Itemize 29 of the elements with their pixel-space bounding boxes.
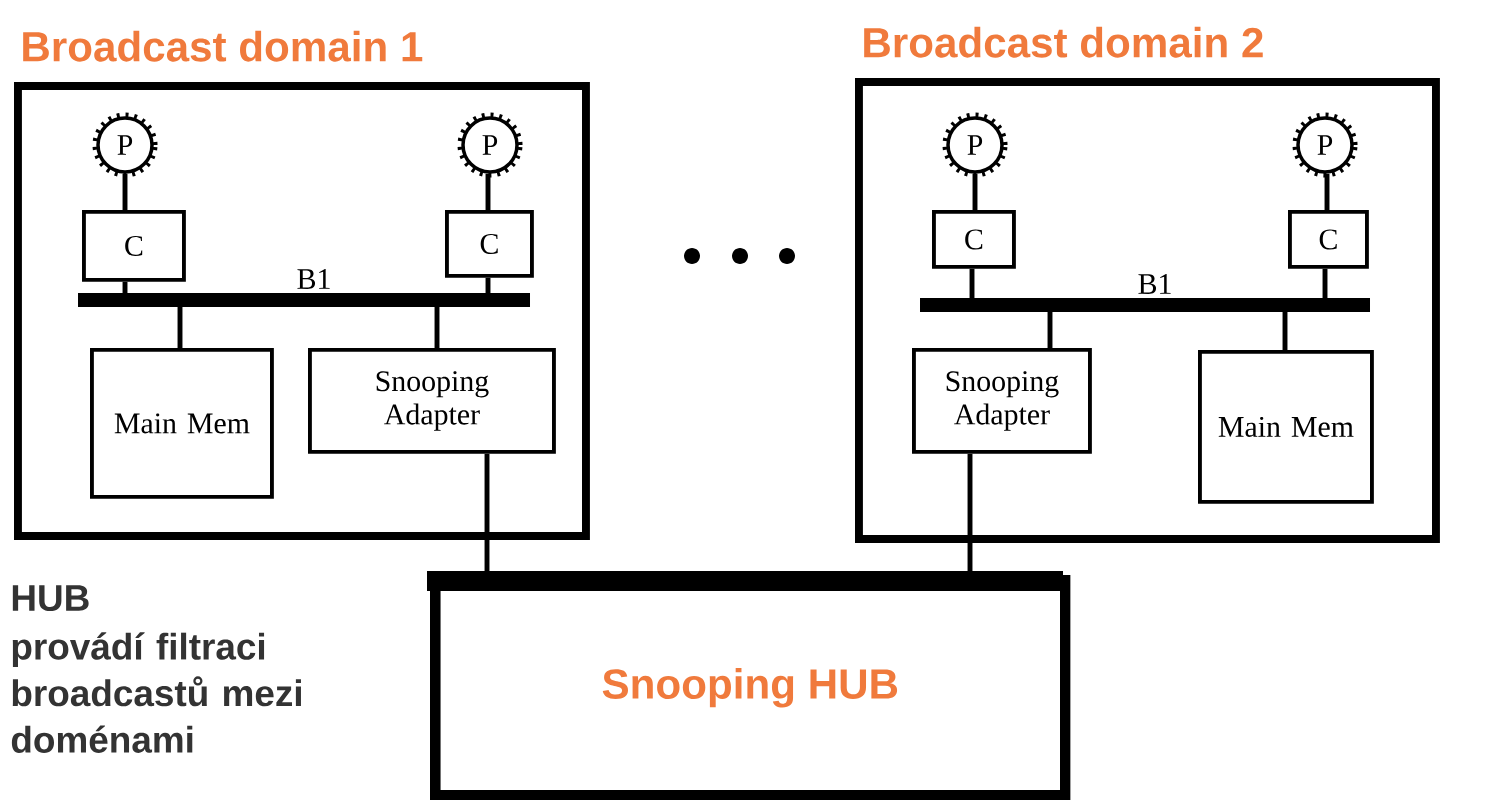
connector-line xyxy=(485,173,491,210)
cache-box: C xyxy=(445,210,534,278)
cache-box: C xyxy=(1288,210,1369,269)
connector-line xyxy=(177,307,183,348)
connector-line xyxy=(434,307,440,348)
connector-line xyxy=(122,173,128,210)
hub-box: Snooping HUB xyxy=(427,571,1071,800)
note-text: HUB xyxy=(12,585,89,612)
connector-line xyxy=(972,173,978,210)
connector-line xyxy=(969,268,975,298)
module-box: Main Mem xyxy=(90,348,274,499)
node-label: Broadcast domain 1 xyxy=(23,30,423,62)
bus-label: B1 xyxy=(297,269,330,289)
connector-line xyxy=(1047,312,1053,348)
connector-line xyxy=(1324,173,1330,210)
bus-label: B1 xyxy=(1138,274,1171,294)
cache-box: C xyxy=(932,210,1016,269)
node-label: Broadcast domain 2 xyxy=(864,26,1263,58)
module-box: Main Mem xyxy=(1198,350,1374,504)
connector-line xyxy=(122,281,128,293)
note-text: provádí filtraci broadcastů mezi doménami xyxy=(11,632,301,753)
connector-line xyxy=(1322,268,1328,298)
bus-bar xyxy=(920,298,1370,312)
bus-bar xyxy=(78,293,530,307)
module-box: Snooping Adapter xyxy=(308,348,556,454)
cache-box: C xyxy=(82,210,186,282)
module-box: Snooping Adapter xyxy=(912,348,1092,454)
connector-line xyxy=(1282,312,1288,350)
connector-line xyxy=(485,277,491,293)
